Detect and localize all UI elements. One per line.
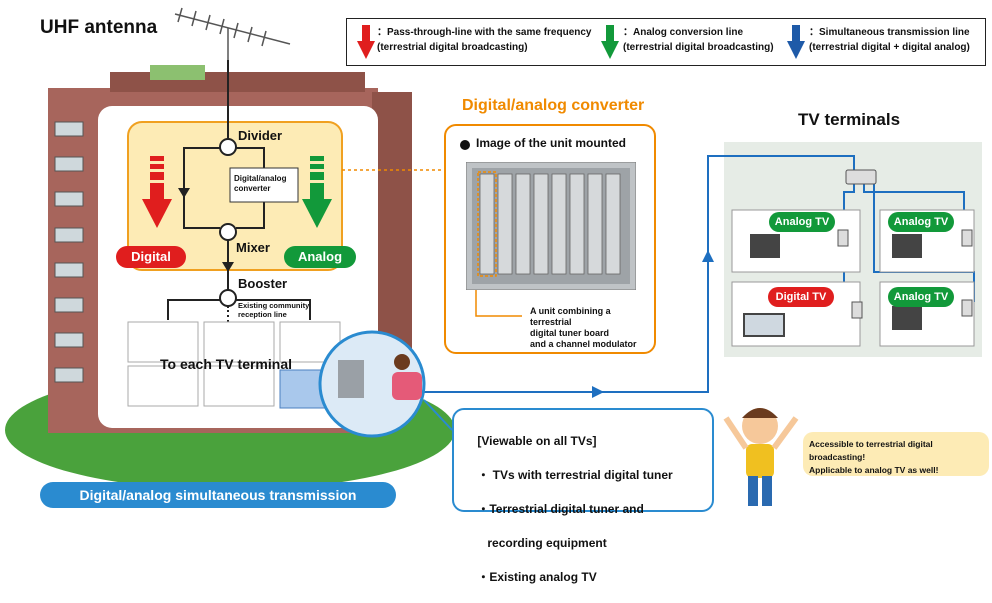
apartment-rooms	[127, 321, 341, 407]
divider-node	[219, 138, 237, 156]
legend-separator: ：	[623, 27, 633, 38]
existing-line2: reception line	[238, 310, 287, 319]
building-top	[110, 72, 365, 92]
tv-label-2: Analog TV	[888, 212, 954, 232]
viewer-illustration	[394, 354, 410, 370]
tv-label-3: Digital TV	[768, 287, 834, 307]
converter-mini-line2: converter	[234, 184, 271, 193]
legend-analog-line1: Analog conversion line	[633, 27, 744, 38]
mixer-node	[219, 223, 237, 241]
converter-title: Digital/analog converter	[462, 97, 645, 114]
converter-note-1: A unit combining a terrestrial	[530, 306, 611, 327]
callout-line2: Applicable to analog TV as well!	[809, 465, 939, 475]
tv-wiring	[724, 155, 975, 347]
bullet-icon	[460, 140, 470, 150]
transmission-arrow-right	[592, 386, 604, 398]
blue-arrow-icon	[787, 25, 805, 59]
booster-label: Booster	[238, 276, 288, 291]
analog-arrow	[302, 156, 332, 228]
legend-simul-line1: Simultaneous transmission line	[819, 27, 970, 38]
viewable-line4: ・Existing analog TV	[477, 570, 597, 584]
green-arrow-icon	[601, 25, 619, 59]
legend-box: ：Pass-through-line with the same frequen…	[346, 18, 986, 66]
tv-label-4: Analog TV	[888, 287, 954, 307]
digital-arrow	[142, 156, 172, 228]
antenna-drawing	[174, 7, 291, 72]
converter-note-2: digital tuner board	[530, 328, 610, 338]
viewable-line1: ・ TVs with terrestrial digital tuner	[477, 468, 673, 482]
legend-separator: ：	[377, 27, 387, 38]
viewable-connector	[423, 399, 453, 431]
building-roof-green	[150, 65, 205, 80]
viewable-heading: [Viewable on all TVs]	[477, 434, 597, 448]
tv-label-1: Analog TV	[769, 212, 835, 232]
mixer-label: Mixer	[236, 240, 270, 255]
transmission-arrow-up	[702, 250, 714, 262]
viewable-line2: ・Terrestrial digital tuner and	[477, 502, 644, 516]
legend-simul-line2: (terrestrial digital + digital analog)	[809, 42, 970, 53]
existing-line1: Existing community	[238, 301, 310, 310]
callout-line1: Accessible to terrestrial digital broadc…	[809, 439, 933, 462]
diagram-canvas	[5, 7, 724, 490]
callout-bubble: Accessible to terrestrial digital broadc…	[803, 432, 989, 476]
left-branch-arrow	[178, 188, 190, 198]
converter-note-3: and a channel modulator	[530, 339, 637, 349]
digital-pill: Digital	[116, 246, 186, 268]
cheering-boy-illustration	[723, 408, 799, 506]
legend-digital-line2: (terrestrial digital broadcasting)	[377, 42, 528, 53]
booster-node	[219, 289, 237, 307]
booster-arrow	[222, 262, 234, 272]
tv-terminals-area: Analog TV Analog TV Digital TV Analog TV	[724, 142, 982, 357]
converter-panel: Image of the unit mounted A unit combini…	[444, 124, 656, 354]
viewable-line3: recording equipment	[477, 536, 607, 550]
tv-set-illustration	[338, 360, 364, 398]
sofa-illustration	[392, 372, 422, 400]
to-each-label: To each TV terminal	[160, 356, 292, 372]
simultaneous-transmission-label: Digital/analog simultaneous transmission	[40, 482, 396, 508]
divider-label: Divider	[238, 128, 283, 143]
converter-caption: Image of the unit mounted	[476, 136, 626, 150]
viewable-box: [Viewable on all TVs] ・ TVs with terrest…	[452, 408, 714, 584]
converter-mini-line1: Digital/analog	[234, 174, 287, 183]
legend-analog-line2: (terrestrial digital broadcasting)	[623, 42, 774, 53]
pointer-line	[475, 290, 522, 317]
rack-unit-image	[466, 162, 636, 290]
red-arrow-icon	[357, 25, 375, 59]
antenna-title: UHF antenna	[40, 17, 158, 38]
legend-separator: ：	[809, 27, 819, 38]
splitter-device	[845, 169, 877, 185]
converter-mini-box	[229, 167, 299, 203]
tv-terminals-title: TV terminals	[798, 110, 901, 129]
transmission-line	[424, 155, 724, 393]
analog-pill: Analog	[284, 246, 356, 268]
legend-digital-line1: Pass-through-line with the same frequenc…	[387, 27, 592, 38]
